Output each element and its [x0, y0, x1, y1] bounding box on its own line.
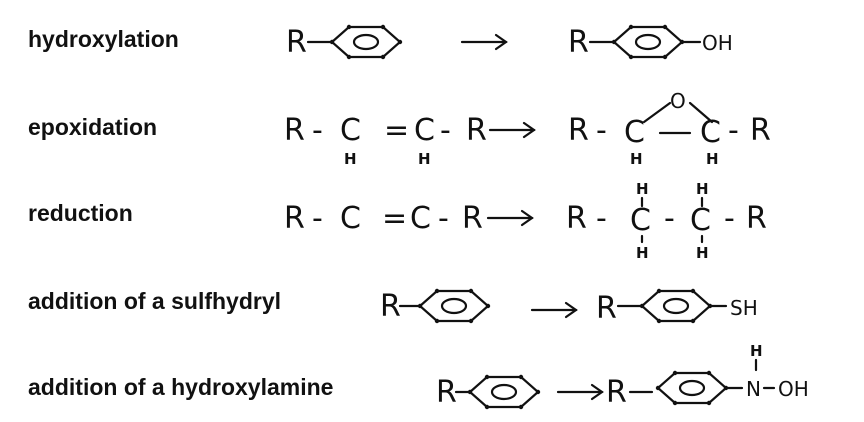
hydrogen: H — [696, 244, 709, 262]
reaction-arrow-icon — [530, 301, 578, 319]
hydrogen: H — [636, 180, 649, 198]
label-reduction: reduction — [28, 200, 133, 226]
reaction-hydroxylamine-addition: R R H N OH — [436, 342, 809, 411]
hydroxyl-group: OH — [778, 377, 809, 401]
hydrogen: H — [696, 180, 709, 198]
epoxide-oxygen: O — [670, 89, 686, 113]
benzene-ring-icon — [416, 287, 492, 325]
label-epoxidation: epoxidation — [28, 114, 158, 140]
r-group: R — [566, 201, 587, 236]
r-group: R — [284, 201, 305, 236]
bond: - — [312, 113, 323, 148]
bond: - — [596, 113, 607, 148]
label-sulfhydryl-addition: addition of a sulfhydryl — [28, 288, 282, 314]
r-group: R — [380, 289, 401, 324]
r-group: R — [596, 291, 617, 326]
r-group: R — [568, 25, 589, 60]
reaction-arrow-icon — [488, 121, 536, 139]
benzene-ring-icon — [328, 23, 404, 61]
bond: - — [728, 113, 739, 148]
r-group: R — [284, 113, 305, 148]
reaction-arrow-icon — [486, 209, 534, 227]
bond: - — [596, 201, 607, 236]
r-group: R — [750, 113, 771, 148]
reaction-epoxidation: R - C H = C H - R R - C H C H O - R — [284, 89, 771, 168]
reaction-sulfhydryl-addition: R R SH — [380, 287, 758, 326]
r-group: R — [462, 201, 483, 236]
carbon: C — [340, 201, 361, 236]
carbon: C — [410, 201, 431, 236]
r-group: R — [746, 201, 767, 236]
bond — [688, 101, 714, 124]
carbon: C — [624, 115, 645, 150]
reaction-reduction: R - C = C - R R - H C H - H C H - R — [284, 180, 767, 262]
hydrogen: H — [630, 150, 643, 168]
hydrogen: H — [344, 150, 357, 168]
r-group: R — [568, 113, 589, 148]
sulfhydryl-group: SH — [730, 296, 758, 320]
bond: - — [312, 201, 323, 236]
hydrogen: H — [636, 244, 649, 262]
reaction-hydroxylation: R R OH — [286, 23, 733, 61]
bond: - — [438, 201, 449, 236]
bond — [642, 101, 672, 124]
double-bond: = — [384, 113, 409, 148]
benzene-ring-icon — [654, 369, 730, 407]
bond: - — [724, 201, 735, 236]
r-group: R — [606, 375, 627, 410]
hydroxyl-group: OH — [702, 31, 733, 55]
r-group: R — [466, 113, 487, 148]
hydrogen: H — [418, 150, 431, 168]
carbon: C — [690, 203, 711, 238]
carbon: C — [630, 203, 651, 238]
hydrogen: H — [750, 342, 763, 360]
bond: - — [440, 113, 451, 148]
r-group: R — [436, 375, 457, 410]
label-hydroxylation: hydroxylation — [28, 26, 179, 52]
benzene-ring-icon — [466, 373, 542, 411]
reaction-arrow-icon — [556, 383, 604, 401]
carbon: C — [700, 115, 721, 150]
benzene-ring-icon — [610, 23, 686, 61]
label-hydroxylamine-addition: addition of a hydroxylamine — [28, 374, 334, 400]
reaction-arrow-icon — [460, 33, 508, 51]
r-group: R — [286, 25, 307, 60]
benzene-ring-icon — [638, 287, 714, 325]
bond: - — [664, 201, 675, 236]
carbon: C — [340, 113, 361, 148]
nitrogen: N — [746, 377, 761, 401]
carbon: C — [414, 113, 435, 148]
double-bond: = — [382, 201, 407, 236]
hydrogen: H — [706, 150, 719, 168]
